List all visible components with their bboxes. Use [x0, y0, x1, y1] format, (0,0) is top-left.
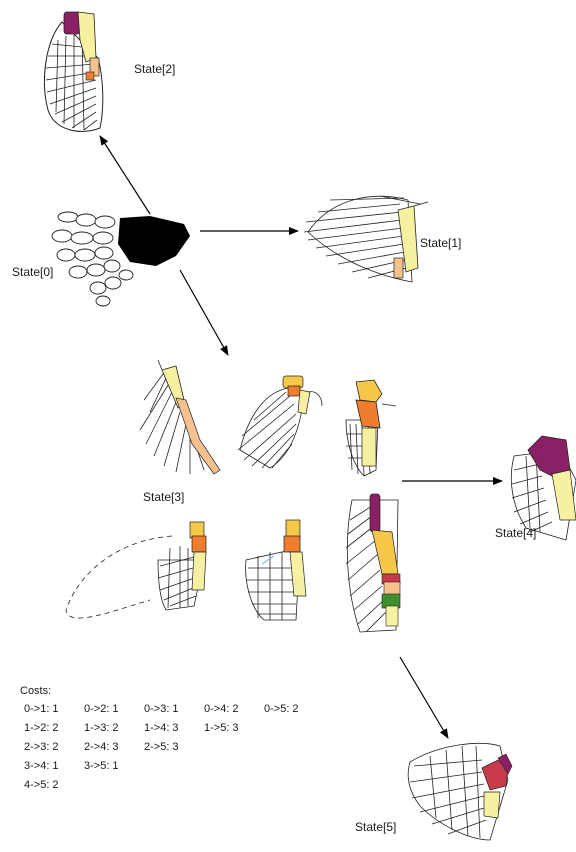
state-2-label: State[2]	[134, 62, 175, 76]
cost-1-3: 1->3: 2	[84, 722, 119, 734]
cost-3-4: 3->4: 1	[24, 760, 59, 772]
cost-0-2: 0->2: 1	[84, 703, 119, 715]
costs-table: Costs: 0->1: 1 0->2: 1 0->3: 1 0->4: 2 0…	[20, 685, 299, 791]
cost-0-4: 0->4: 2	[204, 703, 239, 715]
cost-0-3: 0->3: 1	[144, 703, 179, 715]
cost-1-2: 1->2: 2	[24, 722, 59, 734]
cost-1-4: 1->4: 3	[144, 722, 179, 734]
cost-3-5: 3->5: 1	[84, 760, 119, 772]
state-5-label: State[5]	[355, 820, 396, 834]
cost-2-3: 2->3: 2	[24, 741, 59, 753]
arrow-0-to-2	[100, 136, 150, 214]
state-3-illustration-c	[346, 380, 396, 476]
state-3-label: State[3]	[143, 490, 184, 504]
state-3-illustration-f	[346, 494, 400, 632]
state-5-illustration	[408, 743, 512, 840]
cost-2-5: 2->5: 3	[144, 741, 179, 753]
state-1-label: State[1]	[420, 236, 461, 250]
state-4-label: State[4]	[495, 526, 536, 540]
state-4-illustration	[511, 436, 576, 540]
state-1-illustration	[304, 196, 428, 282]
cost-0-5: 0->5: 2	[264, 703, 299, 715]
cost-1-5: 1->5: 3	[204, 722, 239, 734]
state-2-illustration	[44, 12, 102, 131]
state-0-illustration	[52, 212, 190, 306]
state-0-label: State[0]	[12, 265, 53, 279]
arrow-3-to-5	[400, 657, 448, 738]
state-3-illustration-a	[140, 360, 220, 474]
state-3-illustration-b	[238, 376, 322, 468]
state-3-illustration-d	[66, 522, 206, 618]
state-3-illustration-e	[246, 520, 306, 620]
cost-0-1: 0->1: 1	[24, 703, 59, 715]
cost-4-5: 4->5: 2	[24, 779, 59, 791]
cost-2-4: 2->4: 3	[84, 741, 119, 753]
costs-title: Costs:	[20, 685, 51, 697]
arrow-0-to-3	[180, 270, 228, 355]
